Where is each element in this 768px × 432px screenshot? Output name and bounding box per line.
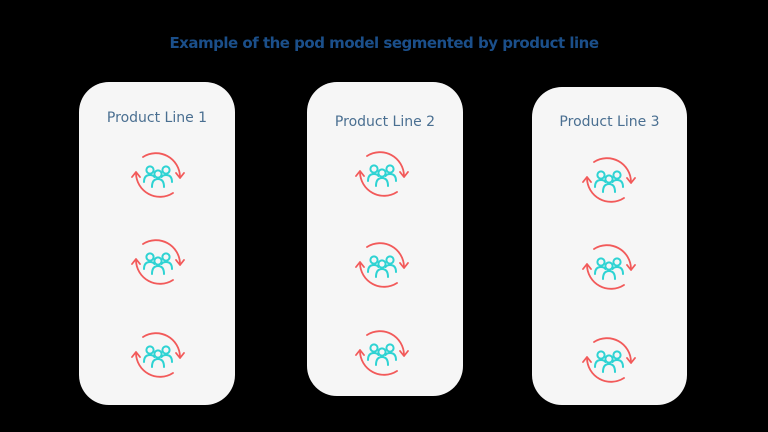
- team-cycle-icon: [123, 232, 193, 292]
- product-line-label: Product Line 2: [334, 114, 436, 130]
- team-cycle-icon: [123, 145, 193, 205]
- team-cycle-icon: [574, 330, 644, 390]
- product-line-card-3: Product Line 3: [532, 87, 687, 405]
- team-cycle-icon: [574, 237, 644, 297]
- product-line-label: Product Line 1: [106, 110, 208, 126]
- diagram-title: Example of the pod model segmented by pr…: [169, 34, 599, 52]
- team-cycle-icon: [347, 235, 417, 295]
- product-line-card-2: Product Line 2: [307, 82, 463, 396]
- product-line-label: Product Line 3: [559, 114, 660, 130]
- team-cycle-icon: [123, 325, 193, 385]
- team-cycle-icon: [574, 150, 644, 210]
- product-line-card-1: Product Line 1: [79, 82, 235, 405]
- team-cycle-icon: [347, 144, 417, 204]
- team-cycle-icon: [347, 323, 417, 383]
